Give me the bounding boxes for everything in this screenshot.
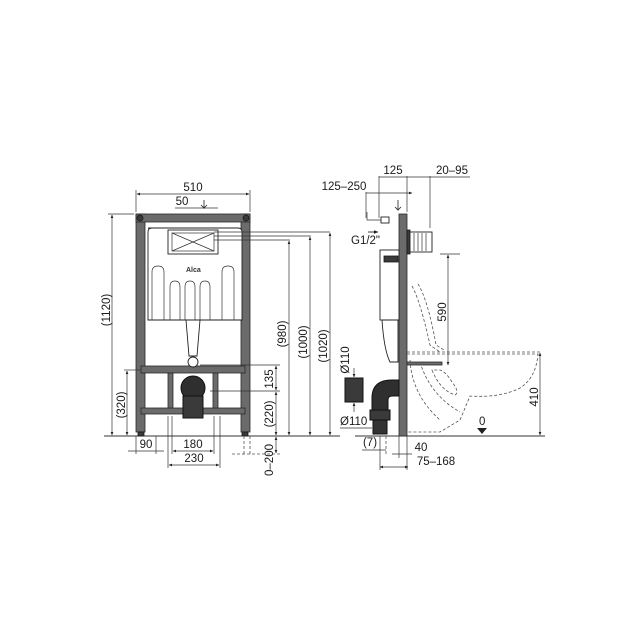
valve — [380, 216, 390, 224]
dim-foot-adjust: 0–200 — [264, 444, 276, 476]
dim-offset-top: 50 — [176, 196, 189, 208]
cistern-bracket — [383, 255, 399, 263]
drain-bend-collar — [369, 409, 391, 421]
drain-pipe — [182, 395, 204, 419]
dim-gap-135: 135 — [264, 369, 276, 388]
dim-height-1000: (1000) — [298, 325, 310, 358]
dim-overall-height: (1120) — [101, 294, 113, 327]
frame-side-upright — [398, 213, 408, 437]
side-view: G1/2" Ø110 Ø110 590 — [322, 165, 545, 470]
dim-height-590: 590 — [437, 302, 449, 321]
foot-right — [241, 431, 249, 437]
dim-offset-7: (7) — [363, 437, 377, 449]
top-bolt-left — [136, 214, 144, 222]
pipe-connector-110 — [344, 377, 364, 403]
top-bolt-right — [242, 214, 250, 222]
button-mount — [406, 229, 411, 255]
flush-button-ribs — [413, 233, 427, 251]
frame-inner-right — [212, 372, 219, 409]
flush-pipe — [185, 319, 201, 357]
drain-bend — [371, 379, 400, 411]
frame-top-rail — [135, 213, 251, 223]
foot-left — [137, 431, 145, 437]
dim-overall-width: 510 — [183, 182, 202, 194]
cistern-ribs — [151, 265, 235, 320]
dim-depth-125: 125 — [383, 165, 402, 177]
water-inlet-top-arrow-icon — [394, 200, 402, 211]
dim-depth-125-250: 125–250 — [322, 181, 367, 193]
dim-height-980: (980) — [277, 320, 289, 347]
flush-plate-inner — [171, 232, 215, 252]
dim-pipe-diameter-bottom: Ø110 — [340, 416, 367, 428]
bowl-support-bolt — [406, 361, 443, 366]
floor-level-marker-icon — [477, 428, 487, 434]
dim-floor-level: 0 — [479, 416, 485, 428]
dim-bolt-spacing: 180 — [183, 439, 202, 451]
frame-inner-left — [167, 372, 174, 409]
dim-water-connection: G1/2" — [351, 235, 380, 247]
dim-drain-height: (320) — [116, 391, 128, 418]
flush-plate-cross-b — [171, 232, 215, 252]
dim-depth-75-168: 75–168 — [417, 456, 455, 468]
dim-foot-offset: 90 — [140, 439, 153, 451]
toilet-bowl-outline — [407, 283, 540, 433]
drain-outlet — [372, 419, 388, 435]
dim-pipe-diameter-top: Ø110 — [340, 346, 352, 373]
flush-pipe-side — [381, 319, 399, 363]
flush-button-box — [409, 231, 433, 253]
front-view: Alca 510 50 (1120) (320) — [101, 182, 340, 476]
dim-depth-40: 40 — [415, 442, 428, 454]
brand-logo: Alca — [186, 267, 201, 274]
dim-height-220: (220) — [264, 400, 276, 427]
dim-bowl-height: 410 — [529, 387, 541, 406]
dim-outlet-width: 230 — [184, 453, 203, 465]
frame-left-upright — [135, 213, 146, 433]
flush-connector — [187, 356, 199, 368]
dim-height-1020: (1020) — [318, 329, 330, 362]
dim-button-20-95: 20–95 — [436, 165, 468, 177]
water-inlet-arrow-icon — [200, 200, 208, 209]
